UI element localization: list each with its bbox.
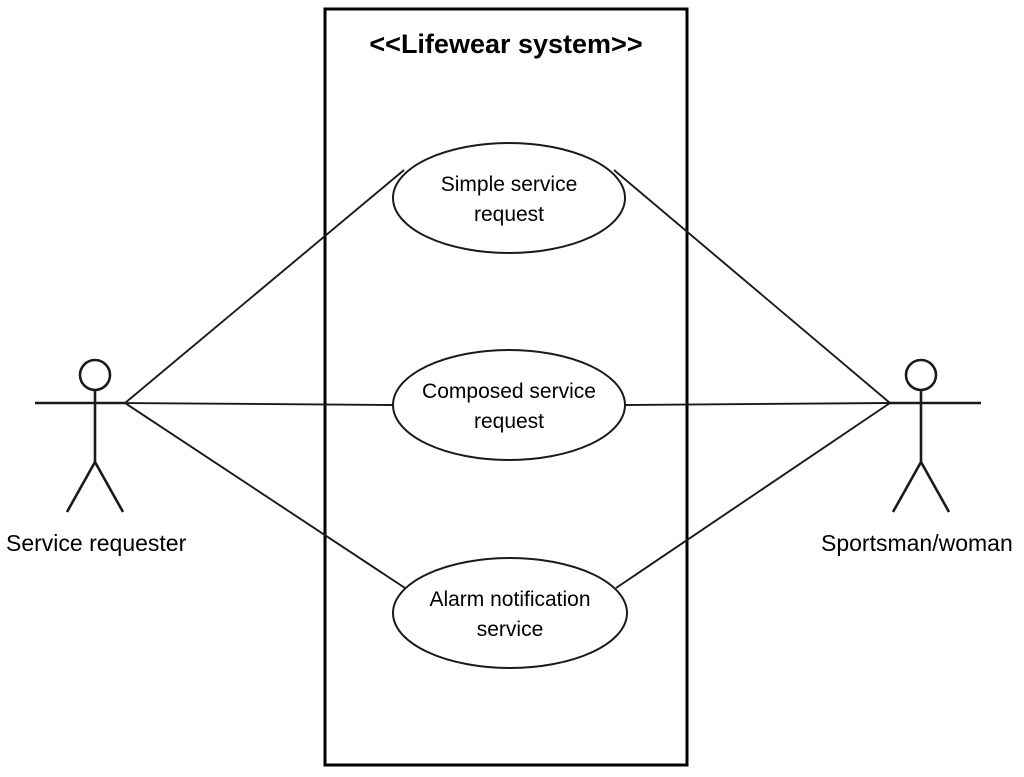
actor-sportsman-woman[interactable] xyxy=(890,358,981,513)
system-title: <<Lifewear system>> xyxy=(369,29,642,59)
actor-label-service-requester: Service requester xyxy=(6,530,187,556)
use-case-composed-service-request-line1: Composed service xyxy=(422,380,596,403)
use-case-alarm-notification-service-line2: service xyxy=(477,618,544,641)
use-case-alarm-notification-service-line1: Alarm notification xyxy=(429,588,590,611)
association-requester-to-composed xyxy=(124,402,394,406)
association-requester-to-simple xyxy=(124,169,405,404)
actor-left-leg-line xyxy=(891,461,923,513)
actor-service-requester[interactable] xyxy=(35,358,125,513)
use-case-composed-service-request[interactable] xyxy=(392,349,626,461)
association-requester-to-alarm xyxy=(124,402,406,589)
use-case-simple-service-request-line2: request xyxy=(474,203,544,226)
actor-head-icon xyxy=(904,358,938,392)
association-alarm-to-sportsman xyxy=(615,402,891,589)
use-case-simple-service-request-line1: Simple service xyxy=(441,173,578,196)
actor-head-icon xyxy=(78,358,112,392)
actor-right-leg-line xyxy=(93,461,125,513)
actor-label-sportsman-woman: Sportsman/woman xyxy=(821,530,1013,556)
association-simple-to-sportsman xyxy=(613,169,891,404)
use-case-simple-service-request[interactable] xyxy=(392,142,626,254)
use-case-alarm-notification-service[interactable] xyxy=(392,557,628,669)
association-composed-to-sportsman xyxy=(624,402,891,406)
use-case-composed-service-request-line2: request xyxy=(474,410,544,433)
actor-right-leg-line xyxy=(919,461,951,513)
actor-left-leg-line xyxy=(65,461,97,513)
